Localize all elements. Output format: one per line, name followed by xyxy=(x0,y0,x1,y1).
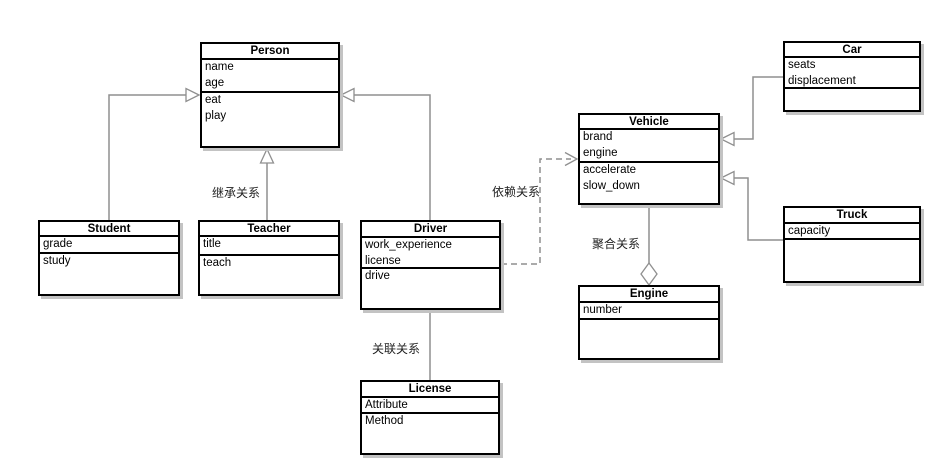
class-methods xyxy=(580,320,718,358)
class-truck[interactable]: Truck capacity xyxy=(783,206,921,283)
aggregation-relationship-label: 聚合关系 xyxy=(592,237,641,251)
class-title: Engine xyxy=(580,287,718,303)
class-methods: Method xyxy=(365,415,404,427)
class-attributes: brand engine xyxy=(580,130,718,163)
class-attributes: name age xyxy=(202,60,338,93)
class-license[interactable]: License Attribute Method xyxy=(360,380,500,455)
class-title: Student xyxy=(40,222,178,237)
class-methods: accelerate slow_down xyxy=(583,164,640,192)
class-title: Person xyxy=(202,44,338,60)
class-attributes: work_experience license xyxy=(362,238,499,269)
hollow-triangle-arrowhead xyxy=(719,131,735,147)
hollow-triangle-arrowhead xyxy=(259,147,275,164)
class-methods xyxy=(785,89,919,110)
class-person[interactable]: Person name age eat play xyxy=(200,42,340,148)
hollow-triangle-arrowhead xyxy=(719,170,735,186)
class-driver[interactable]: Driver work_experience license drive xyxy=(360,220,501,310)
class-engine[interactable]: Engine number xyxy=(578,285,720,360)
association-relationship-label: 关联关系 xyxy=(372,342,421,356)
class-attributes: number xyxy=(580,303,718,320)
dependency-relationship-label: 依赖关系 xyxy=(492,185,541,199)
class-student[interactable]: Student grade study xyxy=(38,220,180,296)
connector-car-vehicle-inheritance[interactable] xyxy=(719,76,783,147)
class-methods xyxy=(785,240,919,281)
connector-vehicle-engine-aggregation[interactable] xyxy=(640,205,658,287)
class-title: Vehicle xyxy=(580,115,718,130)
class-title: License xyxy=(362,382,498,398)
class-attributes: capacity xyxy=(785,224,919,240)
class-title: Teacher xyxy=(200,222,338,237)
class-title: Truck xyxy=(785,208,919,224)
class-teacher[interactable]: Teacher title teach xyxy=(198,220,340,296)
class-methods: teach xyxy=(203,257,232,269)
class-attributes: seats displacement xyxy=(785,58,919,89)
open-arrowhead xyxy=(564,151,579,167)
class-title: Driver xyxy=(362,222,499,238)
connector-student-person-inheritance[interactable] xyxy=(108,87,201,221)
hollow-triangle-arrowhead xyxy=(339,87,355,103)
connector-teacher-person-inheritance[interactable] xyxy=(259,147,275,220)
connector-driver-person-inheritance[interactable] xyxy=(339,87,431,221)
class-vehicle[interactable]: Vehicle brand engine accelerate slow_dow… xyxy=(578,113,720,205)
connector-truck-vehicle-inheritance[interactable] xyxy=(719,170,783,241)
inheritance-relationship-label: 继承关系 xyxy=(212,186,261,200)
class-methods: study xyxy=(43,255,71,267)
class-attributes: Attribute xyxy=(362,398,498,414)
class-attributes: title xyxy=(200,237,338,256)
connector-driver-vehicle-dependency[interactable] xyxy=(501,151,579,265)
class-car[interactable]: Car seats displacement xyxy=(783,41,921,112)
hollow-triangle-arrowhead xyxy=(185,87,201,103)
class-attributes: grade xyxy=(40,237,178,254)
class-title: Car xyxy=(785,43,919,58)
hollow-diamond xyxy=(640,261,658,287)
class-methods: eat play xyxy=(205,94,227,122)
class-methods: drive xyxy=(365,270,390,282)
